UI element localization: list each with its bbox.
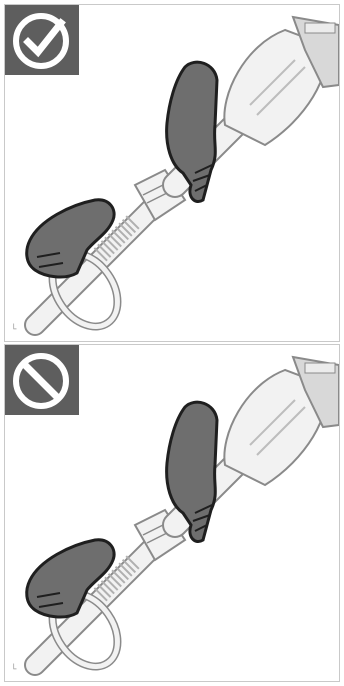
panel-corner-mark: └ [11, 665, 16, 675]
correct-usage-panel: └ [4, 4, 340, 342]
trimmer-illustration [5, 5, 340, 342]
incorrect-usage-panel: └ [4, 344, 340, 682]
panel-corner-mark: └ [11, 325, 16, 335]
trimmer-illustration [5, 345, 340, 682]
